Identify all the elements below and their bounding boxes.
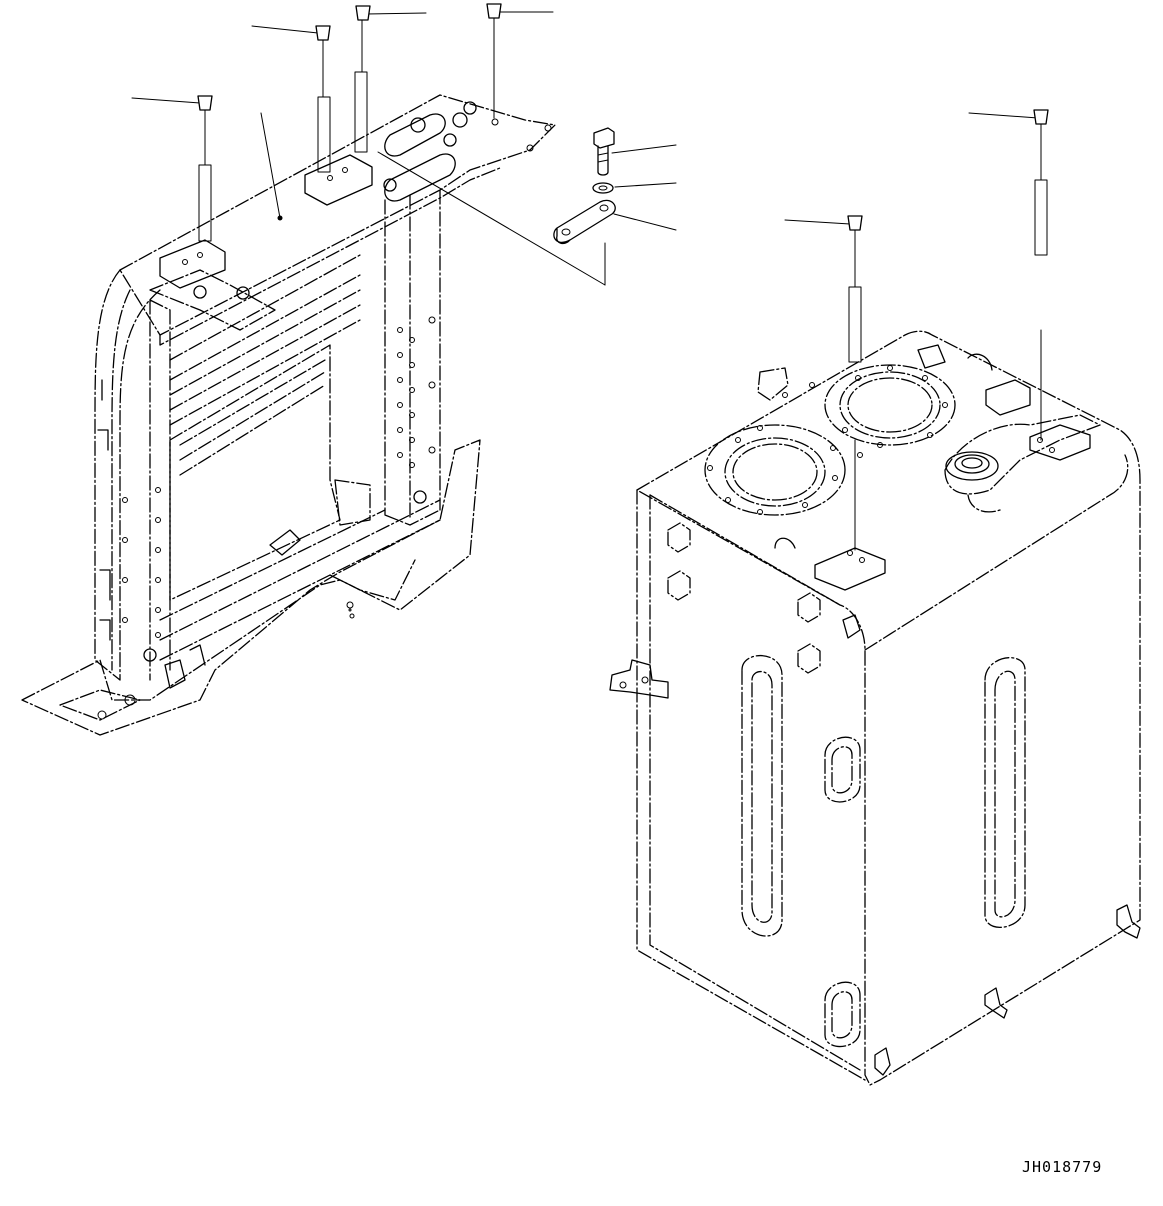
tank-filler-base [967, 494, 1001, 513]
frame-to-bracket-leader [377, 151, 606, 286]
tank-filler-outer [945, 451, 999, 481]
tank-window-lower [824, 981, 861, 1048]
tank-filler-plate [944, 414, 1101, 495]
frame-label-leader [260, 112, 281, 219]
frame-left-tube [94, 269, 161, 681]
frame-lower-clamp [334, 479, 371, 526]
tank-left-slot-outer [741, 654, 783, 937]
cap-icon [197, 95, 213, 111]
frame-clamp [164, 644, 206, 689]
tank-top-clip [917, 344, 946, 369]
tank-bottom-bracket [874, 1047, 891, 1076]
frame-right-post [384, 189, 441, 526]
plate-icon [553, 199, 616, 245]
tank-flange-holes [707, 365, 948, 515]
frame-bottom-rail [159, 499, 441, 661]
tank-window-upper [824, 736, 861, 803]
tank-pad-center [814, 547, 886, 591]
frame-left-tube-inner [111, 289, 131, 671]
frame-bolt [143, 648, 157, 662]
tank-side-clamp [609, 659, 669, 699]
frame-radiator-window-inner [179, 359, 326, 476]
frame-bolt [463, 101, 477, 115]
tank-filler-inner [961, 457, 983, 469]
frame-assembly [21, 94, 606, 736]
tank-pad-right [1029, 424, 1091, 461]
frame-bolt [383, 178, 397, 192]
frame-bolt [452, 112, 468, 128]
frame-slot [384, 113, 446, 157]
tank-front-left-edge [636, 489, 866, 1081]
tank-top-hook [967, 353, 993, 371]
tank-window-upper-inner [831, 746, 853, 794]
tank-body [636, 330, 1141, 1086]
frame-bolt [236, 286, 250, 300]
tank-window-lower-inner [831, 991, 853, 1039]
tank-right-slot-inner [994, 670, 1016, 918]
tank-assembly [348, 330, 1141, 1086]
frame-pad-mid [304, 154, 373, 206]
tank-bottom-bracket [1116, 904, 1141, 939]
tank-inner-left [649, 494, 861, 1071]
tank-left-slot-inner [751, 670, 773, 923]
cap-icon [355, 5, 371, 21]
tank-flange-outer [704, 424, 846, 516]
tank-flange-outer-2 [824, 364, 956, 446]
tank-right-slot-outer [984, 657, 1026, 928]
frame-caps [131, 3, 554, 242]
washer-icon [592, 182, 614, 194]
frame-cutout [329, 559, 416, 601]
tank-top-lug [757, 367, 789, 401]
frame-pad-left [159, 239, 226, 289]
tank-side-bosses [348, 522, 861, 674]
tank-flange-ring [724, 437, 826, 507]
tank-top-edge [649, 454, 1129, 651]
frame-bolt [443, 133, 457, 147]
tank-hook [774, 537, 796, 549]
bolt-icon [593, 127, 615, 176]
cap-icon [486, 3, 502, 19]
drawing-code-label: JH018779 [1022, 1158, 1103, 1176]
frame-bolt [413, 490, 427, 504]
tank-filler-mid [954, 454, 990, 474]
frame-bolt [193, 285, 207, 299]
cap-icon [847, 215, 863, 231]
frame-slot [384, 153, 456, 202]
frame-clamp [97, 379, 111, 641]
cap-icon [1033, 109, 1049, 125]
frame-bolt [410, 117, 426, 133]
tank-right-pad [985, 379, 1031, 416]
bracket-parts [553, 127, 677, 245]
frame-base-outline [21, 439, 481, 736]
frame-base-inner [59, 689, 141, 721]
frame-gusset [149, 269, 276, 331]
tank-flange-inner-2 [847, 377, 933, 433]
tank-caps [784, 109, 1049, 551]
frame-clamp [269, 529, 301, 556]
cap-icon [315, 25, 331, 41]
tank-flange-inner [732, 443, 818, 501]
frame-radiator-window [169, 344, 341, 601]
tank-bottom-bracket [984, 987, 1008, 1019]
tank-flange-ring-2 [839, 371, 941, 439]
frame-top-plate [119, 94, 556, 336]
frame-post-holes [122, 316, 436, 638]
